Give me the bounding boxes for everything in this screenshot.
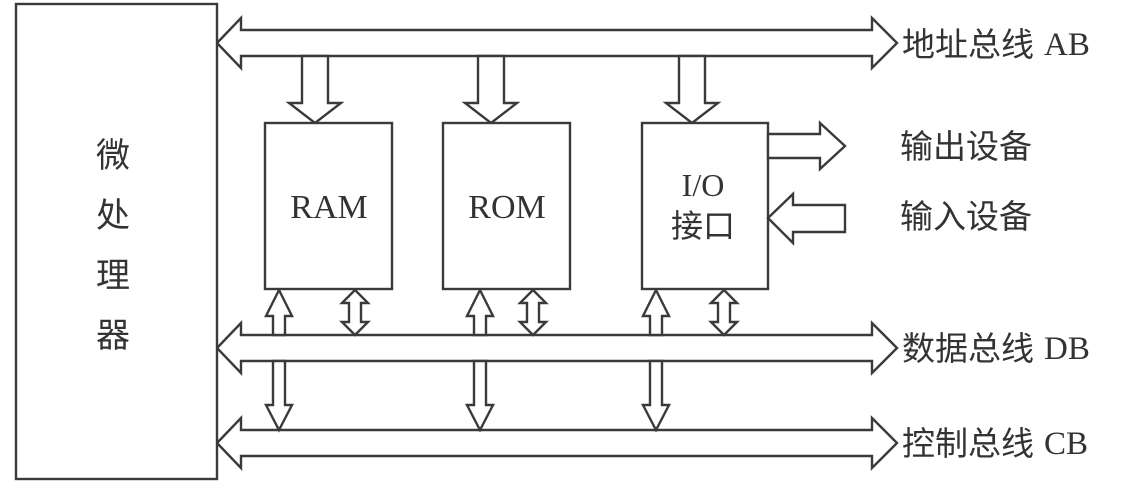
input-device-arrow [766, 191, 847, 246]
data-bus-label: 数据总线 DB [902, 329, 1090, 368]
address-bus-label: 地址总线 AB [902, 25, 1090, 64]
rom-address-arrow [461, 54, 521, 125]
output-device-arrow [766, 120, 847, 172]
control-bus-label: 控制总线 CB [902, 424, 1088, 463]
ram-label: RAM [290, 189, 367, 226]
ram-address-arrow [285, 54, 345, 125]
control-bus-label-cn: 控制总线 [902, 424, 1034, 463]
rom-box [441, 121, 572, 291]
data-bus-label-cn: 数据总线 [902, 329, 1034, 368]
io-label-line1: I/O [682, 167, 725, 203]
cpu-label-char: 理 [96, 256, 130, 296]
io-box [640, 121, 770, 291]
cpu-label-char: 处 [96, 196, 130, 236]
output-device-label: 输出设备 [900, 127, 1032, 166]
ram-data-arrow [339, 288, 371, 337]
io-data-arrow [708, 288, 740, 337]
rom-data-arrow [517, 288, 549, 337]
cpu-label-char: 微 [96, 136, 130, 176]
address-bus-label-cn: 地址总线 [902, 25, 1034, 64]
ram-box [263, 121, 394, 291]
data-bus-arrow [215, 320, 899, 376]
address-bus-label-abbr: AB [1044, 27, 1090, 63]
data-bus-label-abbr: DB [1044, 331, 1090, 367]
io-control-arrow [641, 287, 671, 433]
io-address-arrow [662, 54, 722, 125]
io-label-line2: 接口 [671, 207, 735, 245]
rom-label: ROM [468, 189, 545, 226]
cpu-label: 微 处 理 器 [96, 136, 130, 356]
control-bus-arrow [215, 415, 899, 471]
control-bus-label-abbr: CB [1044, 426, 1088, 462]
input-device-label: 输入设备 [900, 197, 1032, 236]
rom-control-arrow [465, 287, 495, 433]
ram-control-arrow [264, 287, 294, 433]
cpu-label-char: 器 [96, 316, 130, 356]
address-bus-arrow [215, 15, 899, 71]
cpu-box [14, 2, 219, 481]
